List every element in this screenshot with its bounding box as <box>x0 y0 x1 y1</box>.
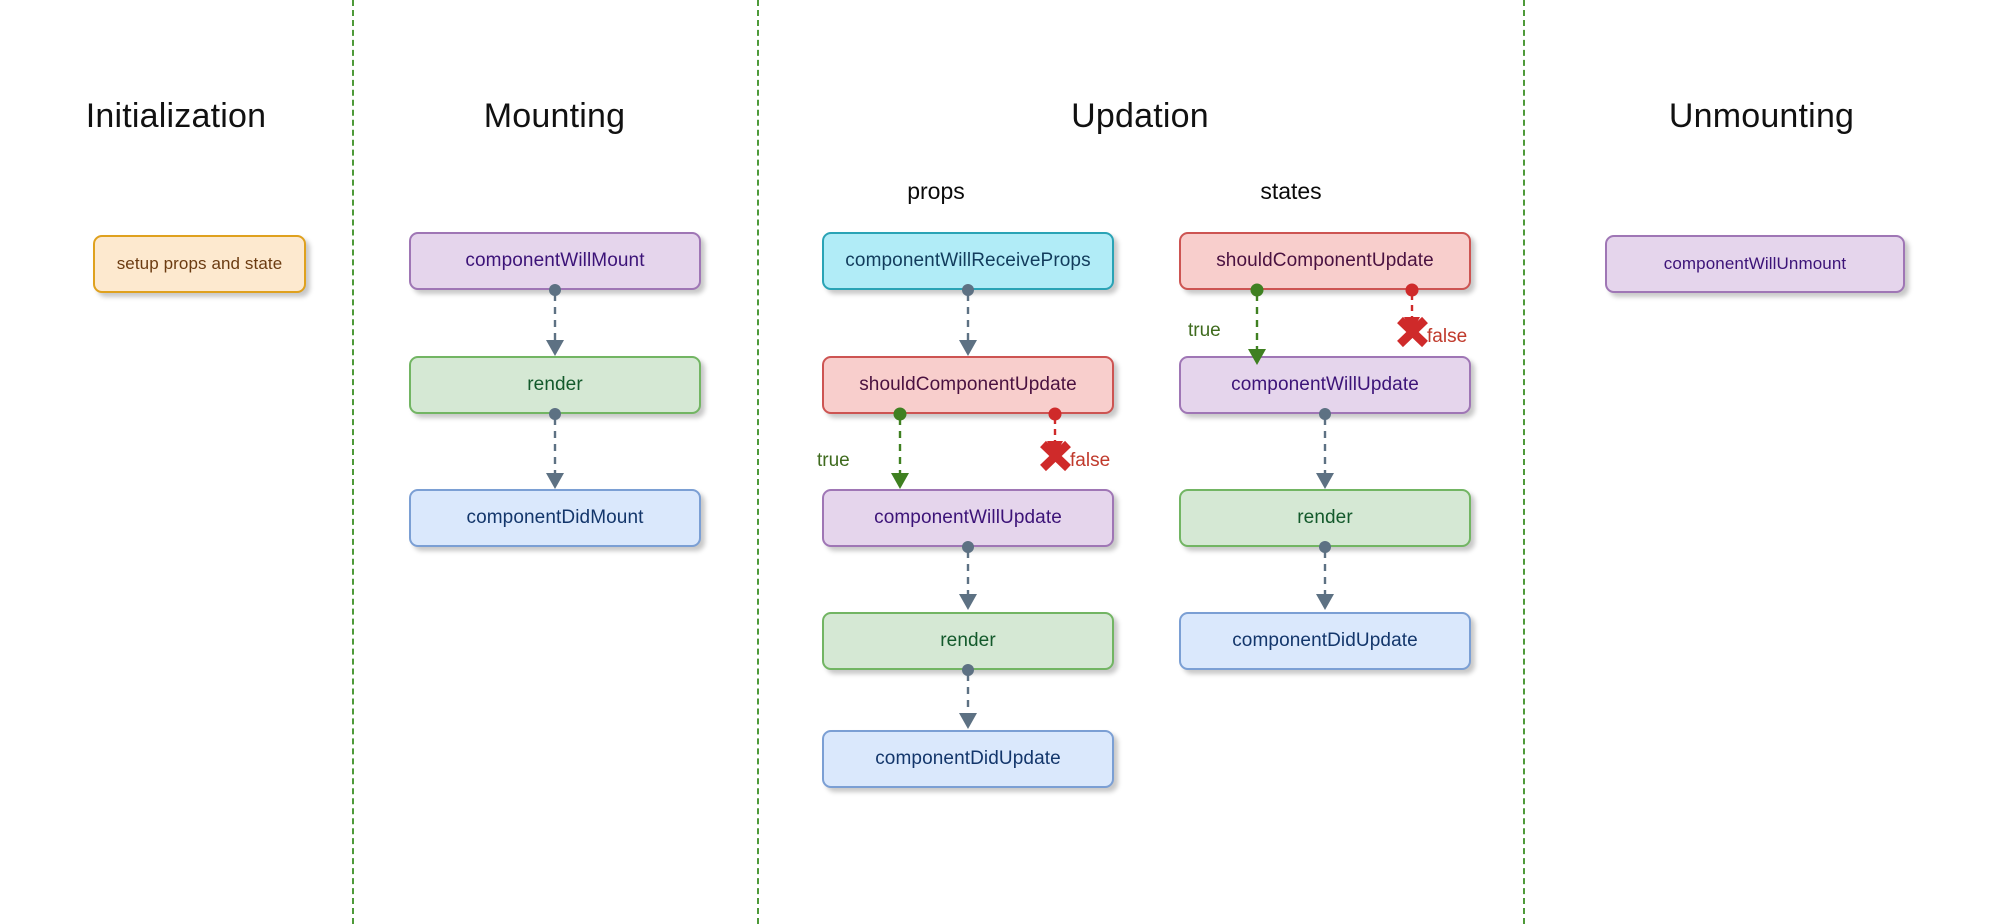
node-render-states[interactable]: render <box>1179 489 1471 547</box>
subsection-title-props: props <box>907 178 965 204</box>
node-render-props[interactable]: render <box>822 612 1114 670</box>
edge-will-update-to-render-states <box>1305 408 1345 496</box>
branch-label-true-states: true <box>1188 320 1221 341</box>
node-component-will-mount[interactable]: componentWillMount <box>409 232 701 290</box>
edge-true-branch-props <box>883 407 917 496</box>
node-should-component-update-states[interactable]: shouldComponentUpdate <box>1179 232 1471 290</box>
branch-label-false-states: false <box>1427 326 1468 347</box>
edge-true-branch-states <box>1240 283 1274 372</box>
node-component-will-receive-props[interactable]: componentWillReceiveProps <box>822 232 1114 290</box>
edge-will-receive-props-to-should-update <box>948 284 988 364</box>
node-component-will-unmount[interactable]: componentWillUnmount <box>1605 235 1905 293</box>
node-component-will-update-props[interactable]: componentWillUpdate <box>822 489 1114 547</box>
section-divider-1 <box>352 0 354 924</box>
node-setup-props-and-state[interactable]: setup props and state <box>93 235 306 293</box>
edge-will-mount-to-render <box>535 284 575 364</box>
node-should-component-update-props[interactable]: shouldComponentUpdate <box>822 356 1114 414</box>
section-title-unmounting: Unmounting <box>1668 97 1855 135</box>
edge-false-branch-props <box>1035 407 1095 478</box>
edge-render-to-did-update-states <box>1305 541 1345 617</box>
section-title-initialization: Initialization <box>85 97 267 135</box>
edge-will-update-to-render-props <box>948 541 988 617</box>
section-title-updation: Updation <box>1071 97 1209 135</box>
node-render-mounting[interactable]: render <box>409 356 701 414</box>
subsection-title-states: states <box>1260 178 1322 204</box>
edge-render-to-did-update-props <box>948 664 988 736</box>
section-divider-2 <box>757 0 759 924</box>
section-divider-3 <box>1523 0 1525 924</box>
edge-false-branch-states <box>1392 283 1452 354</box>
node-component-will-update-states[interactable]: componentWillUpdate <box>1179 356 1471 414</box>
edge-render-to-did-mount <box>535 408 575 496</box>
node-component-did-update-props[interactable]: componentDidUpdate <box>822 730 1114 788</box>
branch-label-false-props: false <box>1070 450 1111 471</box>
branch-label-true-props: true <box>817 450 850 471</box>
node-component-did-update-states[interactable]: componentDidUpdate <box>1179 612 1471 670</box>
node-component-did-mount[interactable]: componentDidMount <box>409 489 701 547</box>
section-title-mounting: Mounting <box>483 97 626 135</box>
